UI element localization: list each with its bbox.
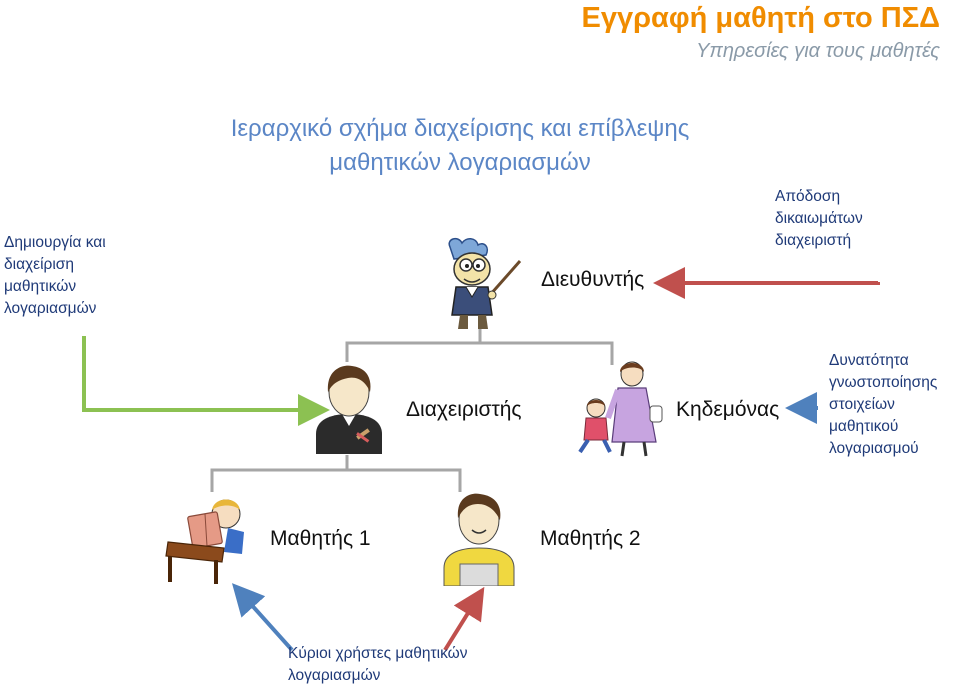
note-line: μαθητικών (4, 278, 77, 295)
role-administrator: Διαχειριστής (406, 398, 522, 421)
role-student2: Μαθητής 2 (540, 527, 641, 550)
diagram-title-line1: Ιεραρχικό σχήμα διαχείρισης και επίβλεψη… (230, 115, 690, 142)
note-line: Δημιουργία και (4, 234, 106, 251)
page-title: Εγγραφή μαθητή στο ΠΣΔ (581, 2, 941, 34)
guardian-icon (578, 361, 663, 457)
note-line: στοιχείων (829, 396, 895, 413)
role-student1: Μαθητής 1 (270, 527, 371, 550)
student1-icon (165, 499, 244, 584)
note-main-users: Κύριοι χρήστες μαθητικών λογαριασμών (288, 643, 468, 687)
note-guardian-notify: Δυνατότητα γνωστοποίησης στοιχείων μαθητ… (829, 350, 937, 460)
role-principal: Διευθυντής (541, 268, 645, 291)
note-line: Κύριοι χρήστες μαθητικών (288, 645, 468, 662)
principal-icon (448, 237, 522, 329)
note-line: λογαριασμών (288, 667, 381, 684)
note-line: λογαριασμού (829, 440, 919, 457)
note-line: λογαριασμών (4, 300, 97, 317)
note-admin-rights: Απόδοση δικαιωμάτων διαχειριστή (775, 186, 863, 252)
student2-icon (443, 493, 515, 586)
note-line: διαχειριστή (775, 232, 852, 249)
note-account-management: Δημιουργία και διαχείριση μαθητικών λογα… (4, 232, 106, 320)
arrow-to-student1 (231, 583, 294, 652)
note-line: διαχείριση (4, 256, 74, 273)
role-guardian: Κηδεμόνας (676, 398, 780, 421)
note-line: Απόδοση (775, 188, 841, 205)
arrow-to-student2 (443, 586, 485, 652)
tree-principal-branch (345, 328, 614, 365)
arrow-account-management (82, 336, 330, 426)
page-subtitle: Υπηρεσίες για τους μαθητές (696, 40, 940, 62)
note-line: μαθητικού (829, 418, 899, 435)
diagram-title-line2: μαθητικών λογαριασμών (329, 149, 591, 176)
note-line: Δυνατότητα (829, 352, 909, 369)
administrator-icon (316, 365, 382, 454)
note-line: δικαιωμάτων (775, 210, 863, 227)
arrow-admin-rights (653, 267, 880, 299)
tree-admin-branch (210, 455, 462, 492)
diagram-title: Ιεραρχικό σχήμα διαχείρισης και επίβλεψη… (190, 112, 730, 180)
note-line: γνωστοποίησης (829, 374, 938, 391)
